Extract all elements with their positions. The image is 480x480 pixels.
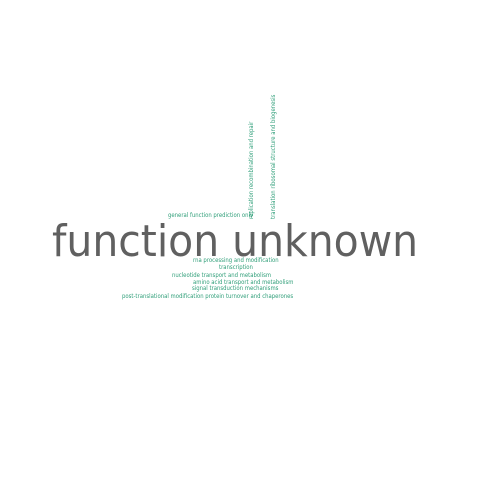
word-signal-transduction-mechanisms: signal transduction mechanisms — [192, 284, 279, 292]
word-post-translational-modification: post-translational modification protein … — [122, 292, 294, 300]
word-transcription: transcription — [219, 263, 253, 271]
word-function-unknown: function unknown — [52, 216, 419, 267]
word-replication-recombination-and-repair: replication recombination and repair — [247, 121, 255, 219]
word-rna-processing-and-modification: rna processing and modification — [193, 256, 279, 264]
word-translation-ribosomal-structure: translation ribosomal structure and biog… — [269, 94, 277, 219]
word-general-function-prediction-only: general function prediction only — [168, 211, 254, 219]
word-amino-acid-transport-and-metabolism: amino acid transport and metabolism — [193, 278, 294, 286]
word-nucleotide-transport-and-metabolism: nucleotide transport and metabolism — [172, 271, 272, 279]
